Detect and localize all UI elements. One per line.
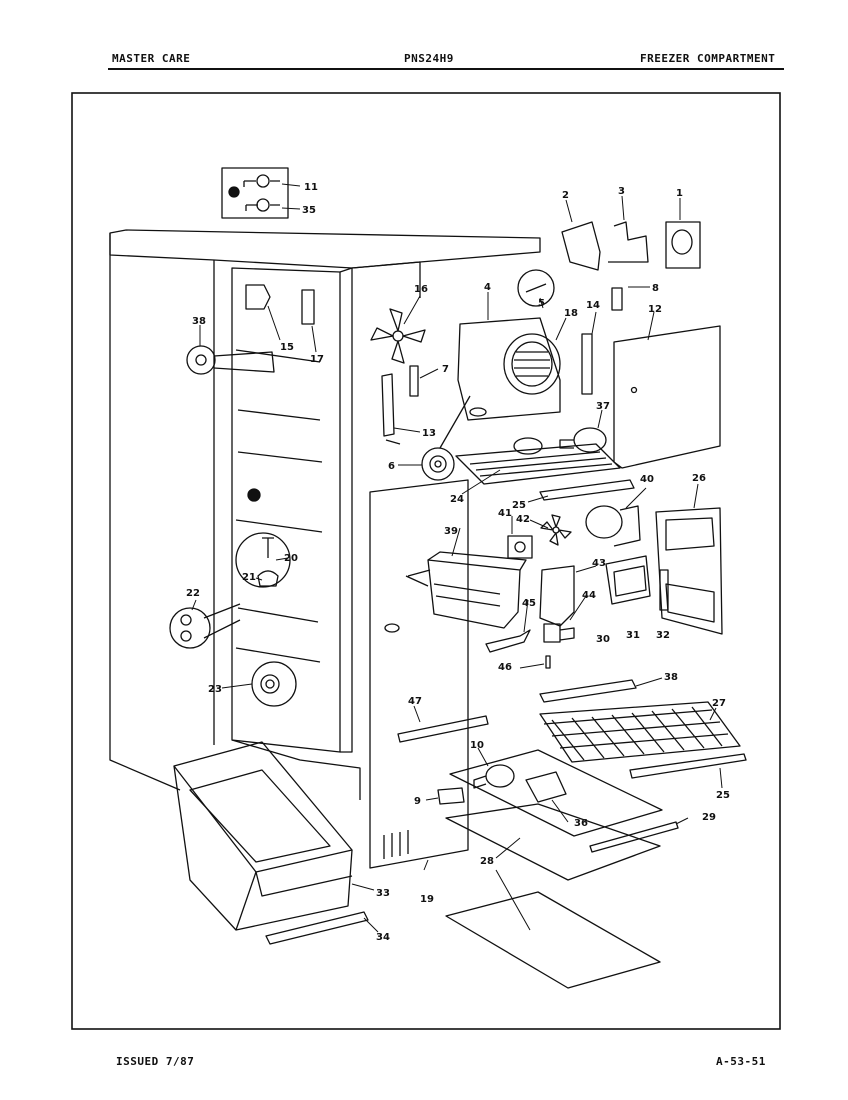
callout-11: 11 bbox=[304, 182, 318, 193]
diagram-frame bbox=[71, 92, 781, 1030]
callout-16: 16 bbox=[414, 284, 428, 295]
callout-25-lower: 25 bbox=[716, 790, 730, 801]
part-32-switch bbox=[659, 569, 669, 611]
callout-32: 32 bbox=[656, 630, 670, 641]
callout-13: 13 bbox=[422, 428, 436, 439]
callout-22: 22 bbox=[186, 588, 200, 599]
callout-28: 28 bbox=[480, 856, 494, 867]
callout-9: 9 bbox=[414, 796, 421, 807]
part-13-bracket bbox=[381, 373, 401, 445]
callout-1: 1 bbox=[676, 188, 683, 199]
callout-21: 21 bbox=[242, 572, 256, 583]
part-27-wire-shelf bbox=[539, 701, 741, 763]
section-title: FREEZER COMPARTMENT bbox=[640, 52, 776, 65]
callout-2: 2 bbox=[562, 190, 569, 201]
part-10-bulb bbox=[473, 764, 515, 789]
callout-30: 30 bbox=[596, 634, 610, 645]
part-9-socket bbox=[437, 787, 465, 805]
part-38-strip bbox=[539, 679, 637, 703]
part-40-fan-motor bbox=[585, 505, 641, 547]
callout-31: 31 bbox=[626, 630, 640, 641]
part-14-bracket bbox=[581, 333, 593, 395]
part-2-bracket bbox=[561, 221, 601, 271]
part-28-panel-lower bbox=[445, 891, 661, 989]
part-41-valve bbox=[507, 535, 533, 559]
callout-34: 34 bbox=[376, 932, 390, 943]
callout-5: 5 bbox=[538, 298, 545, 309]
part-18-grille bbox=[503, 333, 561, 395]
callout-40: 40 bbox=[640, 474, 654, 485]
callout-43: 43 bbox=[592, 558, 606, 569]
part-36-glass-shelf bbox=[449, 749, 663, 837]
callout-38-right: 38 bbox=[664, 672, 678, 683]
part-28-panel-upper bbox=[445, 803, 661, 881]
callout-25-upper: 25 bbox=[512, 500, 526, 511]
callout-41: 41 bbox=[498, 508, 512, 519]
part-3-bracket bbox=[608, 221, 649, 263]
callout-3: 3 bbox=[618, 186, 625, 197]
header-rule bbox=[108, 68, 784, 70]
callout-27: 27 bbox=[712, 698, 726, 709]
divider-panel bbox=[369, 479, 469, 869]
part-42-fan-blade bbox=[540, 514, 572, 546]
callout-39: 39 bbox=[444, 526, 458, 537]
callout-7: 7 bbox=[442, 364, 449, 375]
part-5-detail bbox=[517, 269, 555, 307]
part-4-motor-bracket bbox=[457, 317, 561, 421]
callout-47: 47 bbox=[408, 696, 422, 707]
callout-46: 46 bbox=[498, 662, 512, 673]
callout-36: 36 bbox=[574, 818, 588, 829]
part-22-detail bbox=[169, 607, 211, 649]
callout-44: 44 bbox=[582, 590, 596, 601]
cabinet-outline bbox=[109, 229, 541, 269]
part-33-bin bbox=[173, 741, 353, 931]
part-45-lever bbox=[485, 629, 531, 653]
callout-10: 10 bbox=[470, 740, 484, 751]
issue-date: ISSUED 7/87 bbox=[116, 1055, 195, 1068]
part-16-fan-blade bbox=[370, 308, 426, 364]
callout-24: 24 bbox=[450, 494, 464, 505]
part-20-21-detail bbox=[235, 532, 291, 588]
page-code: A-53-51 bbox=[716, 1055, 766, 1068]
callout-15: 15 bbox=[280, 342, 294, 353]
brand-label: MASTER CARE bbox=[112, 52, 191, 65]
part-38-bumper bbox=[186, 345, 216, 375]
model-number: PNS24H9 bbox=[404, 52, 454, 65]
callout-14: 14 bbox=[586, 300, 600, 311]
callout-29: 29 bbox=[702, 812, 716, 823]
part-47-strip bbox=[397, 715, 489, 743]
callout-6: 6 bbox=[388, 461, 395, 472]
callout-8: 8 bbox=[652, 283, 659, 294]
part-24-shelf bbox=[455, 443, 621, 485]
part-31-housing bbox=[605, 555, 651, 605]
part-37-lamp bbox=[559, 427, 607, 453]
callout-26: 26 bbox=[692, 473, 706, 484]
key-inset-box bbox=[221, 167, 289, 219]
callout-42: 42 bbox=[516, 514, 530, 525]
callout-4: 4 bbox=[484, 282, 491, 293]
callout-23: 23 bbox=[208, 684, 222, 695]
callout-20: 20 bbox=[284, 553, 298, 564]
part-39-ice-maker bbox=[427, 559, 521, 629]
callout-19: 19 bbox=[420, 894, 434, 905]
callout-37: 37 bbox=[596, 401, 610, 412]
callout-38-left: 38 bbox=[192, 316, 206, 327]
part-12-cover bbox=[613, 325, 721, 469]
part-34-strip bbox=[265, 911, 369, 945]
part-43-cover bbox=[539, 565, 575, 627]
callout-17: 17 bbox=[310, 354, 324, 365]
part-1-housing bbox=[665, 221, 701, 269]
callout-35: 35 bbox=[302, 205, 316, 216]
callout-33: 33 bbox=[376, 888, 390, 899]
callout-45: 45 bbox=[522, 598, 536, 609]
freezer-liner bbox=[231, 267, 341, 753]
callout-18: 18 bbox=[564, 308, 578, 319]
part-6-detail bbox=[421, 447, 455, 481]
callout-12: 12 bbox=[648, 304, 662, 315]
